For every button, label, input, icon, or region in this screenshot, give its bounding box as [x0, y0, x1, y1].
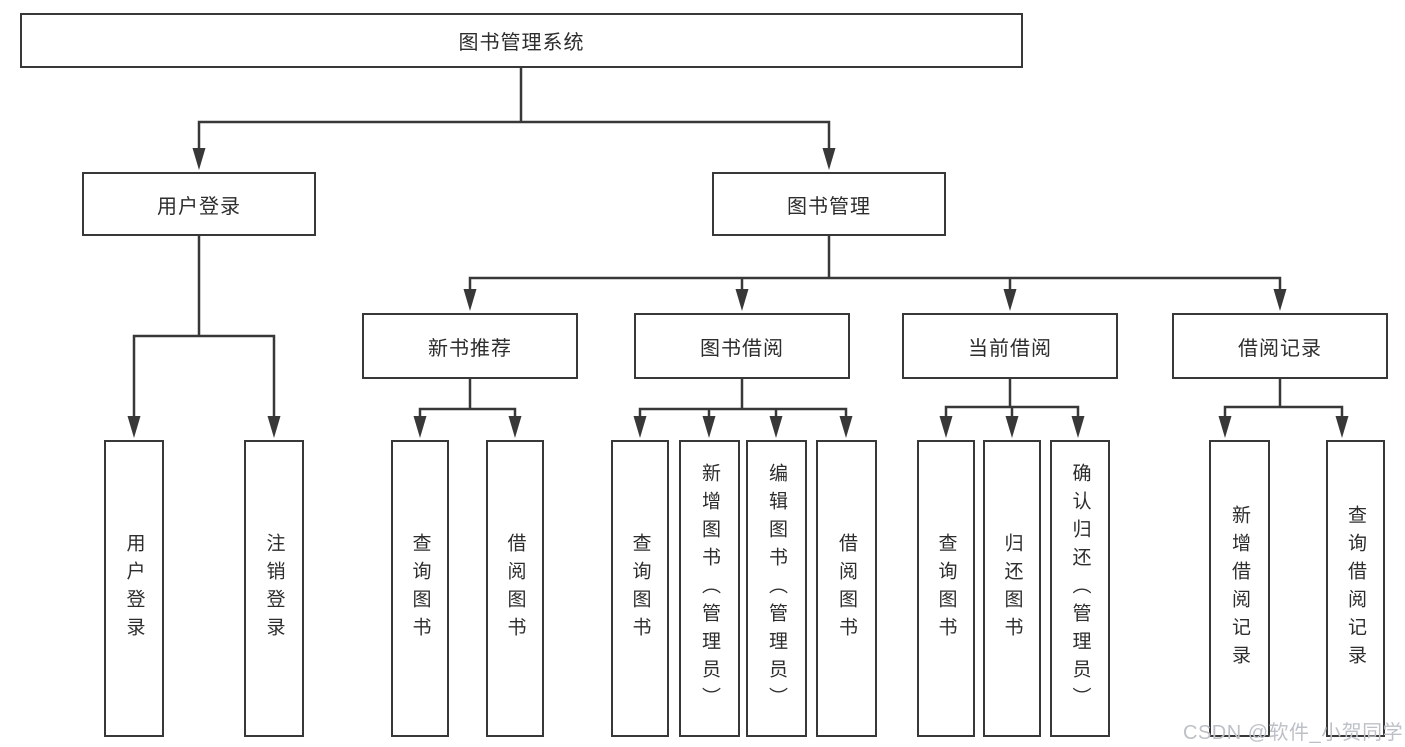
node-label: 新书推荐 [428, 337, 512, 360]
node-label: 编辑图书（管理员） [766, 462, 787, 715]
leaf-borrow-books: 借阅图书 [816, 440, 877, 737]
node-book-borrowing: 图书借阅 [634, 313, 850, 379]
leaf-add-book-admin: 新增图书（管理员） [679, 440, 740, 737]
leaf-user-login: 用户登录 [104, 440, 164, 737]
leaf-confirm-return-admin: 确认归还（管理员） [1050, 440, 1110, 737]
leaf-add-borrow-record: 新增借阅记录 [1209, 440, 1270, 737]
leaf-return-book: 归还图书 [983, 440, 1041, 737]
node-new-book-recommendation: 新书推荐 [362, 313, 578, 379]
csdn-watermark: CSDN @软件_小贺同学 [1183, 722, 1404, 744]
node-label: 新增借阅记录 [1229, 504, 1250, 673]
node-book-management: 图书管理 [712, 172, 946, 236]
node-label: 借阅记录 [1238, 337, 1322, 360]
node-label: 图书管理系统 [458, 32, 585, 54]
leaf-query-borrow-record: 查询借阅记录 [1326, 440, 1385, 737]
node-label: 查询图书 [935, 532, 957, 645]
node-label: 查询图书 [629, 532, 651, 645]
arrowheads [127, 148, 1349, 438]
node-label: 当前借阅 [968, 337, 1052, 360]
node-label: 图书管理 [787, 195, 871, 218]
node-library-management-system: 图书管理系统 [20, 13, 1023, 68]
tree-edges [132, 66, 1344, 421]
node-label: 确认归还（管理员） [1069, 462, 1091, 715]
node-user-login: 用户登录 [82, 172, 316, 236]
node-label: 用户登录 [123, 532, 145, 645]
node-label: 用户登录 [157, 195, 241, 218]
node-label: 借阅图书 [836, 532, 857, 645]
node-label: 查询图书 [409, 532, 431, 645]
node-label: 查询借阅记录 [1345, 504, 1366, 673]
node-label: 新增图书（管理员） [699, 462, 720, 715]
node-label: 借阅图书 [504, 532, 526, 645]
node-current-borrowing: 当前借阅 [902, 313, 1118, 379]
node-label: 归还图书 [1001, 532, 1023, 645]
leaf-query-books-borrow: 查询图书 [611, 440, 669, 737]
node-borrowing-records: 借阅记录 [1172, 313, 1388, 379]
node-label: 图书借阅 [700, 337, 784, 360]
node-label: 注销登录 [263, 532, 285, 645]
leaf-edit-book-admin: 编辑图书（管理员） [746, 440, 807, 737]
leaf-logout: 注销登录 [244, 440, 304, 737]
leaf-borrow-books-recommend: 借阅图书 [486, 440, 544, 737]
leaf-query-books-recommend: 查询图书 [391, 440, 449, 737]
leaf-query-books-current: 查询图书 [917, 440, 975, 737]
